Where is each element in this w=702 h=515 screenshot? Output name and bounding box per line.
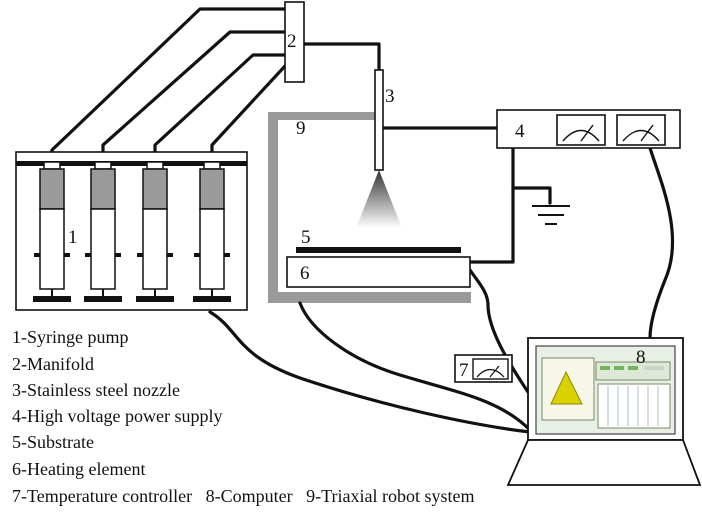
syringe-icon — [193, 161, 231, 302]
heating-element: 6 — [286, 256, 471, 288]
ground-icon — [532, 205, 570, 225]
gauge-icon — [472, 358, 509, 380]
syringe-icon — [33, 161, 71, 302]
label-computer-number: 8 — [636, 347, 646, 368]
temperature-controller: 7 — [454, 354, 513, 383]
legend-line-5: 5-Substrate — [12, 432, 94, 452]
label-substrate-number: 5 — [301, 227, 311, 248]
legend-line-4: 4-High voltage power supply — [12, 406, 222, 426]
label-nozzle-number: 3 — [385, 86, 395, 107]
syringe-pump: 1 — [15, 151, 248, 311]
keyboard-base — [506, 439, 702, 486]
legend-line-2: 2-Manifold — [12, 354, 94, 374]
screen-triangle-icon — [550, 370, 583, 405]
legend-line-1: 1-Syringe pump — [12, 327, 129, 347]
gauge-icon — [556, 114, 606, 146]
label-pump-number: 1 — [68, 227, 78, 248]
legend-line-7: 7-Temperature controller 8-Computer 9-Tr… — [12, 486, 474, 506]
syringe-icon — [136, 161, 174, 302]
legend-line-3: 3-Stainless steel nozzle — [12, 380, 180, 400]
label-temp-controller-number: 7 — [459, 360, 469, 381]
label-power-supply-number: 4 — [515, 121, 525, 142]
label-robot-number: 9 — [296, 118, 306, 139]
syringe-icon — [84, 161, 122, 302]
computer: 8 — [506, 337, 702, 486]
gauge-icon — [616, 114, 666, 146]
legend-line-6: 6-Heating element — [12, 459, 145, 479]
manifold: 2 — [284, 1, 305, 83]
spray-cone — [356, 170, 402, 228]
high-voltage-power-supply: 4 — [496, 109, 681, 149]
substrate: 5 — [296, 227, 461, 253]
label-manifold-number: 2 — [287, 31, 297, 52]
legend: 1-Syringe pump 2-Manifold 3-Stainless st… — [12, 327, 474, 506]
label-heater-number: 6 — [300, 263, 310, 284]
robot-frame — [268, 112, 471, 303]
stainless-steel-nozzle: 3 — [356, 69, 402, 228]
